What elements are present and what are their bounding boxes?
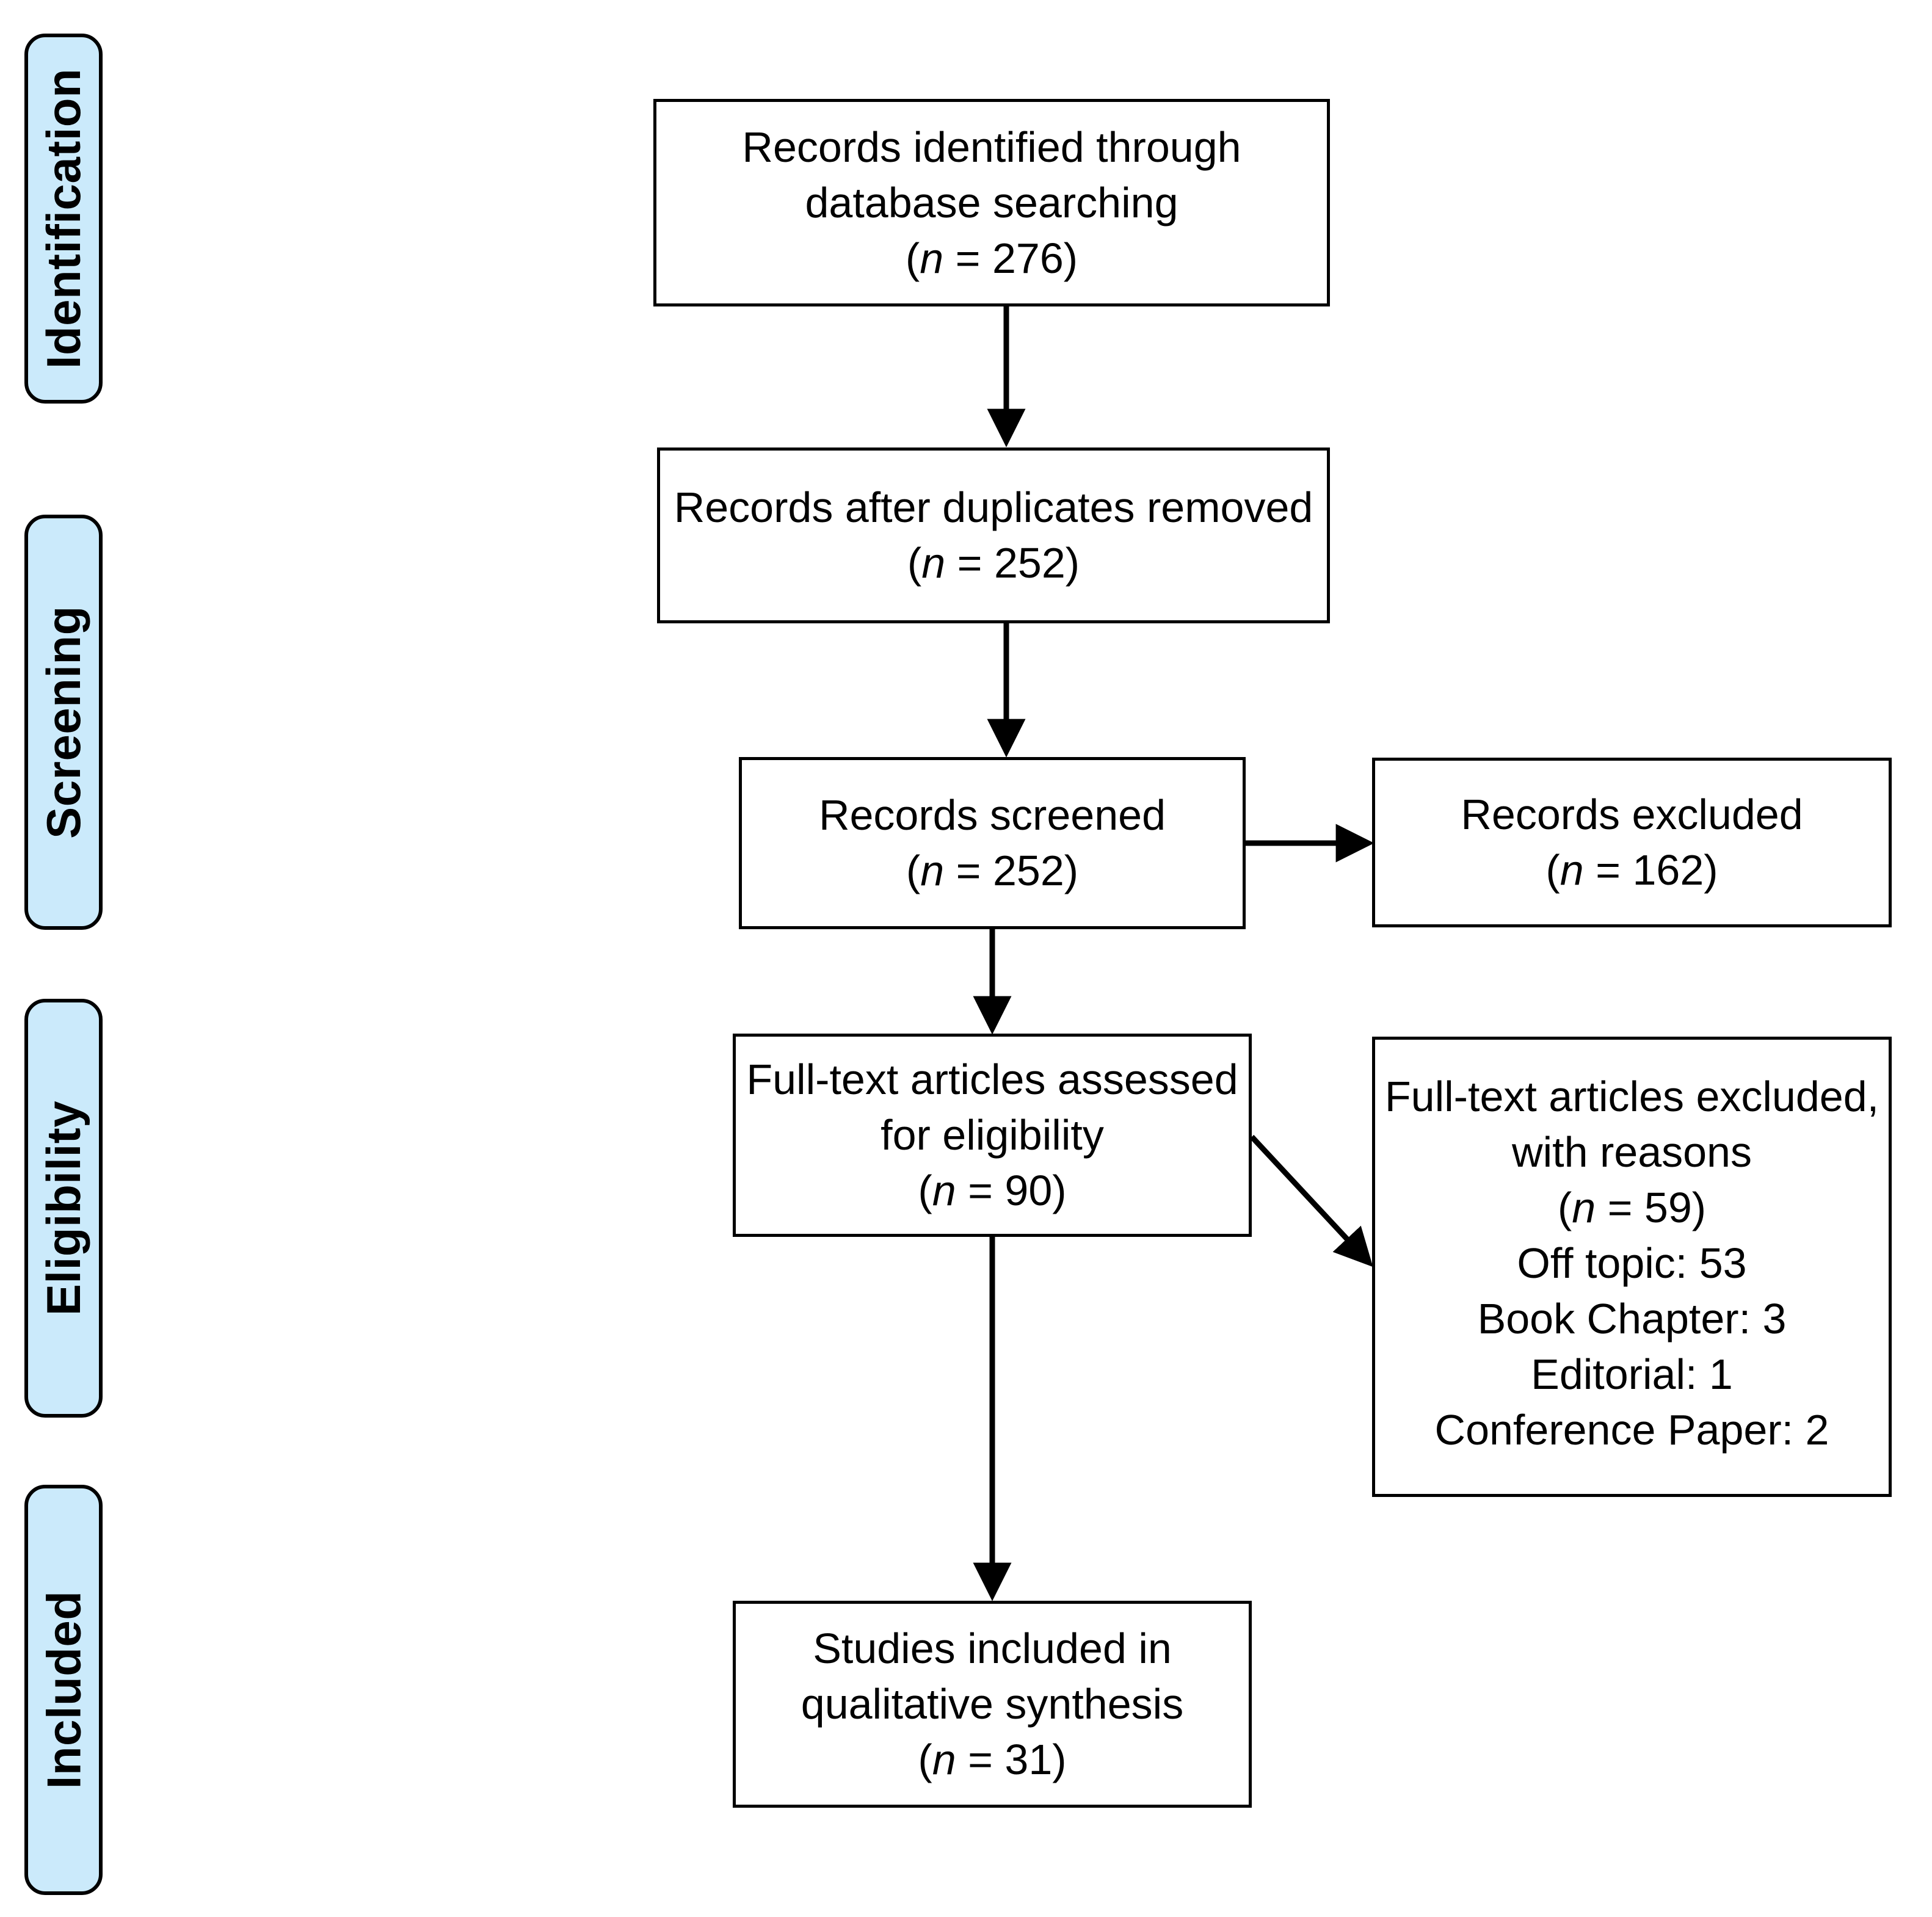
count-n-symbol: n xyxy=(920,234,944,282)
box-records-identified-count: (n = 276) xyxy=(906,231,1078,286)
count-close-paren: ) xyxy=(1052,1736,1067,1783)
exclusion-reason-editorial: Editorial: 1 xyxy=(1531,1350,1733,1398)
stage-label-eligibility-text: Eligibility xyxy=(37,1100,91,1316)
count-open-paren: ( xyxy=(1545,846,1560,894)
stage-label-identification: Identification xyxy=(24,34,103,404)
count-value: 31 xyxy=(1004,1736,1053,1783)
box-records-screened-line-1: Records screened xyxy=(818,791,1166,839)
count-equals: = xyxy=(943,234,992,282)
exclusion-reason-conference-paper: Conference Paper: 2 xyxy=(1434,1406,1829,1454)
box-fulltext-excluded-line-2: with reasons xyxy=(1512,1128,1752,1176)
count-n-symbol: n xyxy=(932,1167,956,1214)
count-close-paren: ) xyxy=(1704,846,1718,894)
box-fulltext-assessed: Full-text articles assessed for eligibil… xyxy=(733,1034,1252,1237)
box-records-screened-count: (n = 252) xyxy=(906,843,1078,899)
box-records-identified-line-2: database searching xyxy=(805,178,1178,226)
box-records-excluded-count: (n = 162) xyxy=(1545,843,1718,898)
count-open-paren: ( xyxy=(1557,1184,1572,1231)
box-fulltext-excluded-line-1: Full-text articles excluded, xyxy=(1384,1073,1879,1120)
box-records-after-duplicates-line-1: Records after duplicates removed xyxy=(674,484,1313,531)
count-equals: = xyxy=(956,1736,1005,1783)
box-records-identified-line-1: Records identified through xyxy=(742,123,1241,171)
box-studies-included-line-2: qualitative synthesis xyxy=(801,1680,1184,1728)
box-records-after-duplicates: Records after duplicates removed (n = 25… xyxy=(657,448,1330,623)
box-studies-included-count: (n = 31) xyxy=(918,1732,1066,1788)
count-close-paren: ) xyxy=(1052,1167,1067,1214)
count-equals: = xyxy=(945,539,994,587)
count-value: 252 xyxy=(993,539,1066,587)
box-records-excluded: Records excluded (n = 162) xyxy=(1372,758,1892,927)
count-close-paren: ) xyxy=(1064,847,1079,894)
box-records-screened: Records screened (n = 252) xyxy=(739,757,1246,929)
box-fulltext-assessed-line-2: for eligibility xyxy=(881,1111,1104,1159)
count-open-paren: ( xyxy=(918,1736,932,1783)
count-equals: = xyxy=(944,847,993,894)
count-close-paren: ) xyxy=(1063,234,1078,282)
box-fulltext-assessed-line-1: Full-text articles assessed xyxy=(746,1056,1238,1103)
count-equals: = xyxy=(956,1167,1005,1214)
count-n-symbol: n xyxy=(932,1736,956,1783)
box-records-identified: Records identified through database sear… xyxy=(653,99,1330,306)
count-n-symbol: n xyxy=(1572,1184,1596,1231)
exclusion-reason-book-chapter: Book Chapter: 3 xyxy=(1477,1295,1787,1343)
stage-label-screening: Screening xyxy=(24,515,103,930)
count-close-paren: ) xyxy=(1691,1184,1707,1231)
count-value: 252 xyxy=(992,847,1064,894)
count-open-paren: ( xyxy=(918,1167,932,1214)
count-open-paren: ( xyxy=(907,539,922,587)
count-value: 59 xyxy=(1644,1184,1692,1231)
stage-label-identification-text: Identification xyxy=(37,68,90,369)
box-studies-included-line-1: Studies included in xyxy=(813,1625,1172,1672)
box-records-after-duplicates-count: (n = 252) xyxy=(907,535,1080,591)
count-n-symbol: n xyxy=(920,847,945,894)
count-value: 90 xyxy=(1004,1167,1053,1214)
box-fulltext-excluded: Full-text articles excluded, with reason… xyxy=(1372,1037,1892,1497)
exclusion-reason-off-topic: Off topic: 53 xyxy=(1517,1239,1747,1287)
count-n-symbol: n xyxy=(921,539,946,587)
count-equals: = xyxy=(1596,1184,1644,1231)
count-close-paren: ) xyxy=(1065,539,1080,587)
count-n-symbol: n xyxy=(1560,846,1584,894)
stage-label-screening-text: Screening xyxy=(37,606,91,839)
count-open-paren: ( xyxy=(906,847,921,894)
stage-label-included: Included xyxy=(24,1485,103,1895)
box-studies-included: Studies included in qualitative synthesi… xyxy=(733,1601,1252,1808)
count-open-paren: ( xyxy=(905,234,920,282)
count-equals: = xyxy=(1583,846,1633,894)
box-records-excluded-line-1: Records excluded xyxy=(1461,791,1803,838)
count-value: 162 xyxy=(1632,846,1704,894)
arrow-fulltext-to-excluded xyxy=(1249,1134,1373,1267)
count-value: 276 xyxy=(992,234,1064,282)
stage-label-eligibility: Eligibility xyxy=(24,999,103,1418)
box-fulltext-assessed-count: (n = 90) xyxy=(918,1163,1066,1219)
box-fulltext-excluded-count: (n = 59) xyxy=(1558,1180,1706,1236)
stage-label-included-text: Included xyxy=(37,1590,90,1789)
